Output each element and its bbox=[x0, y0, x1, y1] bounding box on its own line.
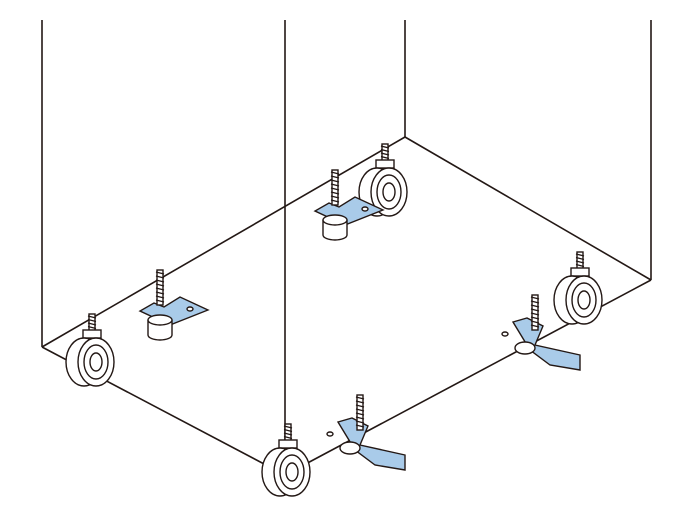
cabinet-frame bbox=[41, 20, 652, 476]
caster-wheel-icon bbox=[65, 313, 115, 387]
leveling-adjuster-icon bbox=[313, 169, 385, 241]
bottom-back-right bbox=[404, 136, 652, 281]
leveling-adjuster-icon bbox=[326, 394, 406, 471]
leveling-adjuster-icon bbox=[501, 294, 581, 371]
caster-wheel-icon bbox=[553, 251, 603, 325]
caster-wheel-icon bbox=[358, 143, 408, 217]
bottom-back-left bbox=[41, 136, 406, 348]
caster-wheel-icon bbox=[261, 423, 311, 497]
leveling-adjuster-icon bbox=[138, 269, 210, 341]
